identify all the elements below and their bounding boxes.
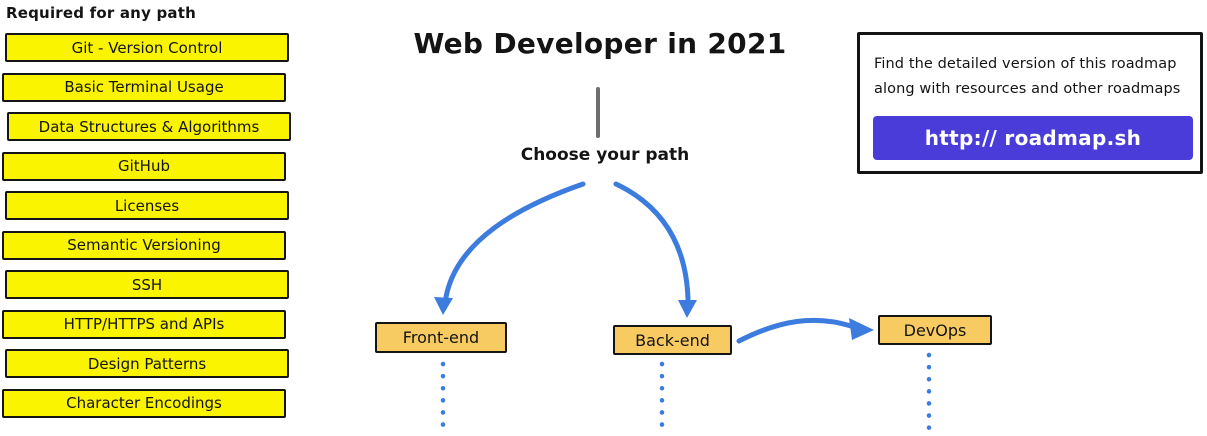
info-text-line1: Find the detailed version of this roadma… — [874, 56, 1177, 72]
topic-git[interactable]: Git - Version Control — [5, 33, 289, 62]
choose-path-label: Choose your path — [520, 145, 690, 165]
node-front-end[interactable]: Front-end — [375, 322, 507, 353]
info-text-line2: along with resources and other roadmaps — [874, 81, 1181, 97]
arrow-to-back-end — [613, 181, 691, 302]
arrowhead-front-end-icon — [434, 297, 453, 315]
topic-ssh[interactable]: SSH — [5, 270, 289, 299]
topic-dsa[interactable]: Data Structures & Algorithms — [7, 112, 291, 141]
topic-semver[interactable]: Semantic Versioning — [2, 230, 286, 260]
page-title: Web Developer in 2021 — [413, 27, 787, 60]
required-topics-list: Git - Version Control Basic Terminal Usa… — [2, 33, 291, 418]
topic-design-patterns[interactable]: Design Patterns — [5, 349, 289, 378]
required-path-heading: Required for any path — [6, 4, 196, 22]
arrowhead-back-end-icon — [678, 300, 697, 318]
topic-licenses[interactable]: Licenses — [5, 191, 289, 220]
arrow-to-front-end — [443, 181, 586, 300]
node-devops[interactable]: DevOps — [878, 315, 992, 345]
roadmap-sh-link-button[interactable]: http:// roadmap.sh — [873, 116, 1193, 160]
topic-http-apis[interactable]: HTTP/HTTPS and APIs — [2, 309, 286, 339]
arrowhead-devops-icon — [849, 318, 874, 340]
title-stem-line — [596, 87, 600, 138]
topic-terminal[interactable]: Basic Terminal Usage — [2, 72, 286, 102]
roadmap-info-box: Find the detailed version of this roadma… — [857, 32, 1203, 174]
topic-char-encodings[interactable]: Character Encodings — [2, 388, 286, 418]
arrow-backend-to-devops — [736, 317, 854, 344]
topic-github[interactable]: GitHub — [2, 151, 286, 181]
node-back-end[interactable]: Back-end — [613, 325, 732, 355]
